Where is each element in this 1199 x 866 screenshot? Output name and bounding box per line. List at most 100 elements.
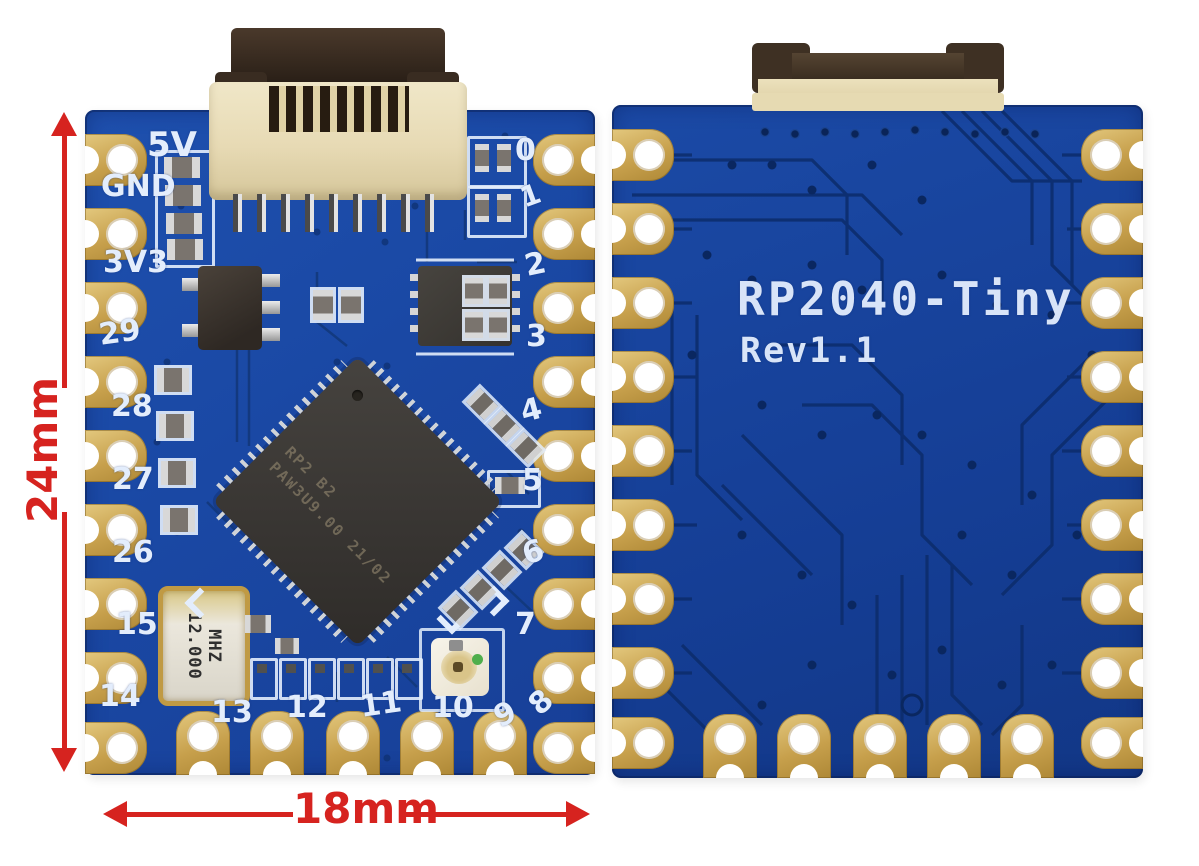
resistor [497,144,511,172]
regulator-lead [182,278,200,291]
castellated-pad [533,652,595,704]
castellated-pad [533,504,595,556]
pin-label: 12 [286,690,328,725]
pin-label: 10 [432,690,474,725]
capacitor [341,290,361,320]
capacitor [164,157,200,178]
castellated-pad [1081,425,1143,477]
capacitor [489,312,507,338]
castellated-pad [473,711,527,775]
via-dot [970,129,980,139]
height-dimension-line [62,134,67,388]
led-die [449,640,463,651]
via-dot [940,127,950,137]
ffc-contact-teeth [269,86,409,132]
pin-label: 3V3 [103,245,168,280]
via-dot [1000,127,1010,137]
castellated-pad [85,652,147,704]
capacitor [245,615,271,633]
castellated-pad [85,504,147,556]
via-dot [880,127,890,137]
castellated-pad [85,356,147,408]
via-dot [1030,129,1040,139]
arrow-right-icon [566,801,590,827]
voltage-regulator-chip [198,266,262,350]
castellated-pad [533,134,595,186]
resistor [475,144,489,172]
via-dot [910,125,920,135]
led-silkscreen-outline [419,628,505,712]
pin-label: GND [101,169,176,204]
capacitor [163,508,195,532]
castellated-pad [533,430,595,482]
led-core-dot [453,662,463,672]
resistor [475,194,489,222]
flash-leads-right [512,274,520,338]
arrow-left-icon [103,801,127,827]
height-dimension-label: 24mm [18,377,67,523]
regulator-lead [262,328,280,341]
castellated-pad [326,711,380,775]
castellated-pad [1081,203,1143,255]
width-dimension-label: 18mm [293,784,439,833]
regulator-lead [262,274,280,287]
flash-leads-left [410,274,418,338]
resistor [497,194,511,222]
ffc-latch-bar [792,53,964,79]
capacitor-bank-outline [155,150,215,268]
ffc-solder-pins [233,194,445,232]
castellated-pad [85,208,147,260]
castellated-pad [853,714,907,778]
pcb-front-view: 5V GND 3V3 29 28 27 26 15 14 0 1 2 3 4 5… [85,28,595,775]
ffc-base [752,93,1004,111]
pin-label: 0 [515,133,536,168]
width-dimension-line [127,812,293,817]
ffc-connector [203,28,471,288]
via-dot [820,127,830,137]
pin-label: 3 [526,319,547,354]
castellated-pad [777,714,831,778]
capacitor [313,290,333,320]
castellated-pad [927,714,981,778]
regulator-lead [182,324,200,337]
castellated-pad [85,722,147,774]
board-revision: Rev1.1 [740,331,879,371]
castellated-pad [612,277,674,329]
castellated-pad [1081,717,1143,769]
via-dot [850,129,860,139]
capacitor [275,638,299,654]
pin-label: 11 [357,684,404,725]
arrow-down-icon [51,748,77,772]
via-dots-group [687,160,1097,745]
board-title: RP2040-Tiny [737,272,1075,326]
castellated-pad [533,208,595,260]
castellated-pad [612,499,674,551]
pin-label: 14 [99,679,141,714]
copper-trace-group [632,109,1114,747]
castellated-pad [1081,277,1143,329]
castellated-pad [612,351,674,403]
castellated-pad [1000,714,1054,778]
pin-label: 26 [112,535,154,570]
arrow-up-icon [51,112,77,136]
pin-label: 28 [111,389,153,424]
pin-label: 29 [96,312,143,353]
ffc-connector-back [752,23,1004,111]
castellated-pad [703,714,757,778]
via-dot [790,129,800,139]
capacitor [166,213,202,234]
castellated-pad [85,430,147,482]
capacitor [157,368,189,392]
capacitor [465,278,483,304]
castellated-pad [1081,499,1143,551]
via-dot [760,127,770,137]
castellated-pad [1081,129,1143,181]
castellated-pad [1081,573,1143,625]
castellated-pad [250,711,304,775]
castellated-pad [612,203,674,255]
pin-label: 13 [211,695,253,730]
crystal-unit: MHZ [204,629,224,663]
castellated-pad [612,425,674,477]
pin-label: 5V [147,125,197,165]
